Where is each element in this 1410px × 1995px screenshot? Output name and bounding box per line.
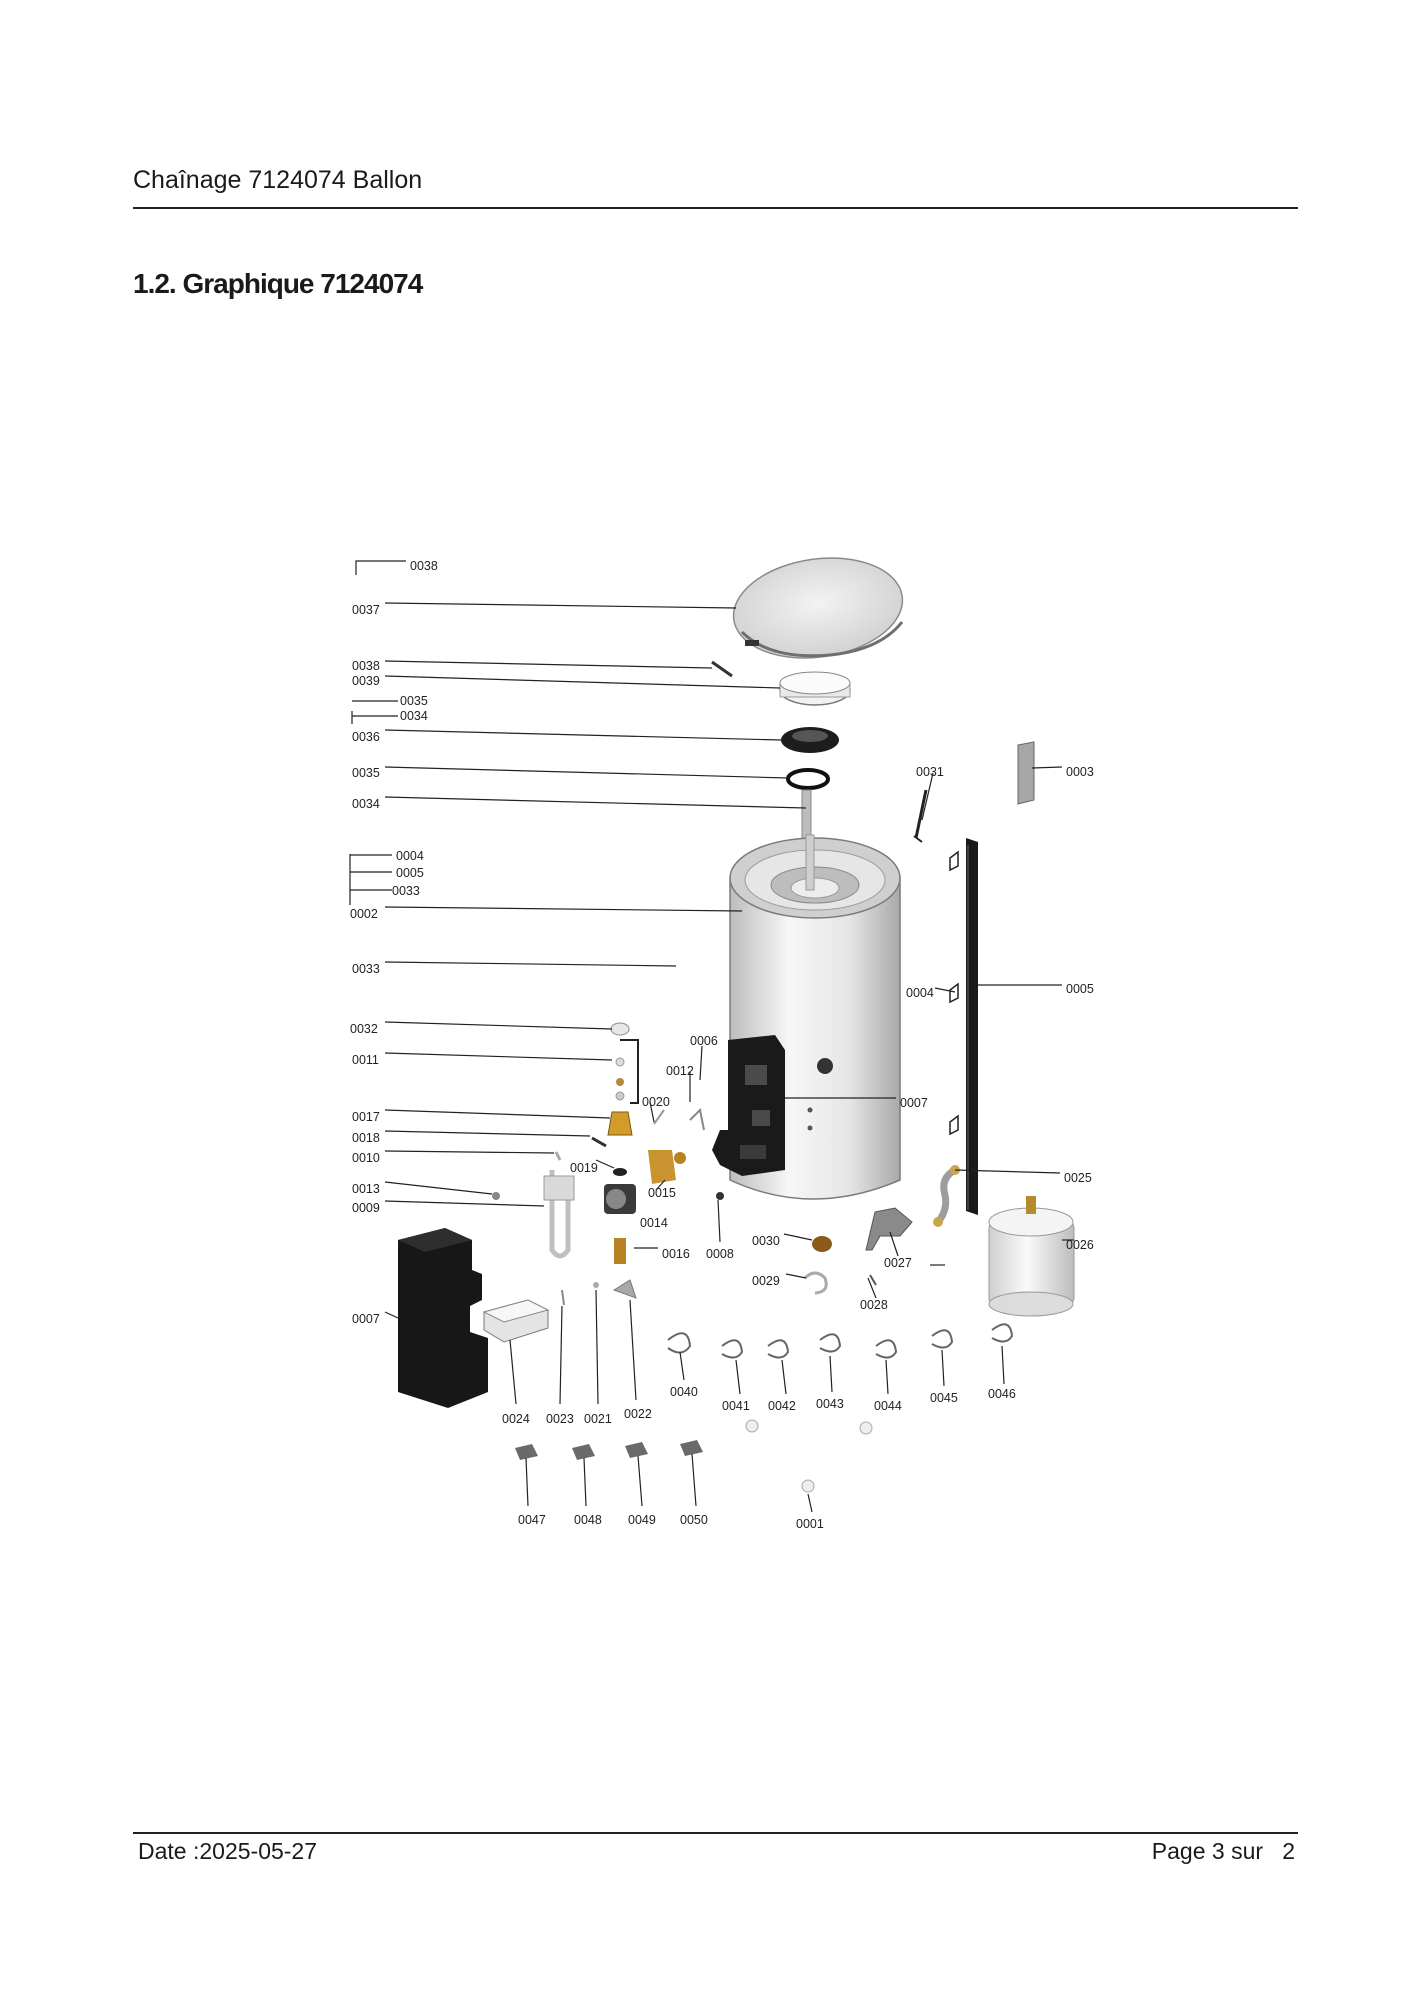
label-0035-sub: 0035 xyxy=(400,694,428,708)
footer-page-total: 2 xyxy=(1282,1838,1295,1864)
label-0043: 0043 xyxy=(816,1397,844,1411)
label-0021: 0021 xyxy=(584,1412,612,1426)
part-cables-drawing xyxy=(667,1323,1014,1359)
label-0046: 0046 xyxy=(988,1387,1016,1401)
part-expansion-vessel-drawing xyxy=(988,1196,1075,1317)
label-0009: 0009 xyxy=(352,1201,380,1215)
label-0047: 0047 xyxy=(518,1513,546,1527)
label-0002: 0002 xyxy=(350,907,378,921)
label-0028: 0028 xyxy=(860,1298,888,1312)
part-plate-drawing xyxy=(1017,741,1035,805)
label-0012: 0012 xyxy=(666,1064,694,1078)
label-0005: 0005 xyxy=(1066,982,1094,996)
part-clips-drawing xyxy=(949,850,959,1136)
label-0005-sub: 0005 xyxy=(396,866,424,880)
part-screw-drawing xyxy=(711,660,733,678)
label-0034: 0034 xyxy=(352,797,380,811)
part-small-disc-drawing xyxy=(745,1419,873,1493)
label-0015: 0015 xyxy=(648,1186,676,1200)
label-0042: 0042 xyxy=(768,1399,796,1413)
label-0049: 0049 xyxy=(628,1513,656,1527)
label-0022: 0022 xyxy=(624,1407,652,1421)
label-0014: 0014 xyxy=(640,1216,668,1230)
part-tiles-drawing xyxy=(515,1440,703,1460)
part-side-panel-drawing xyxy=(966,838,978,1215)
label-0027: 0027 xyxy=(884,1256,912,1270)
label-0010: 0010 xyxy=(352,1151,380,1165)
label-0011: 0011 xyxy=(352,1053,379,1067)
part-control-bracket-drawing xyxy=(712,1035,785,1176)
part-control-box-drawing xyxy=(398,1228,488,1408)
label-0050: 0050 xyxy=(680,1513,708,1527)
label-0044: 0044 xyxy=(874,1399,902,1413)
label-0020: 0020 xyxy=(642,1095,670,1109)
label-0006: 0006 xyxy=(690,1034,718,1048)
label-0017: 0017 xyxy=(352,1110,380,1124)
footer-divider xyxy=(133,1832,1298,1834)
part-small-fittings-drawing xyxy=(803,1236,877,1295)
label-0033: 0033 xyxy=(352,962,380,976)
part-gasket-drawing xyxy=(786,768,830,790)
part-foot-drawing xyxy=(865,1207,913,1251)
label-0025: 0025 xyxy=(1064,1171,1092,1185)
label-0031: 0031 xyxy=(916,765,944,779)
label-0007: 0007 xyxy=(900,1096,928,1110)
part-cover-drawing xyxy=(482,1299,550,1343)
header-title: Chaînage 7124074 Ballon xyxy=(133,166,423,194)
part-bottom-fittings-drawing xyxy=(561,1279,637,1306)
part-flange-drawing xyxy=(781,727,839,753)
part-pipe-drawing xyxy=(933,1165,960,1227)
label-0045: 0045 xyxy=(930,1391,958,1405)
label-0048: 0048 xyxy=(574,1513,602,1527)
part-cap-drawing xyxy=(779,671,851,706)
label-0026: 0026 xyxy=(1066,1238,1094,1252)
label-0041: 0041 xyxy=(722,1399,750,1413)
footer-date: Date :2025-05-27 xyxy=(138,1838,318,1864)
label-0034-sub: 0034 xyxy=(400,709,428,723)
label-0013: 0013 xyxy=(352,1182,380,1196)
label-0037: 0037 xyxy=(352,603,380,617)
label-0004-sub: 0004 xyxy=(396,849,424,863)
header-divider xyxy=(133,207,1298,209)
part-labels: 0038 0037 0038 0039 0035 0034 0036 0035 … xyxy=(350,559,1094,1531)
label-0040: 0040 xyxy=(670,1385,698,1399)
label-0039: 0039 xyxy=(352,674,380,688)
part-screw-0031-drawing xyxy=(913,789,928,843)
label-0008: 0008 xyxy=(706,1247,734,1261)
label-0019: 0019 xyxy=(570,1161,598,1175)
label-0033-sub: 0033 xyxy=(392,884,420,898)
section-title: 1.2. Graphique 7124074 xyxy=(133,268,423,299)
label-0016: 0016 xyxy=(662,1247,690,1261)
footer-page-number: Page 3 sur 2 xyxy=(1152,1838,1295,1865)
label-0024: 0024 xyxy=(502,1412,530,1426)
part-left-fittings-drawing xyxy=(492,1022,724,1264)
label-0004: 0004 xyxy=(906,986,934,1000)
label-0007-left: 0007 xyxy=(352,1312,380,1326)
page-header: Chaînage 7124074 Ballon xyxy=(133,166,1298,209)
label-0003: 0003 xyxy=(1066,765,1094,779)
label-0018: 0018 xyxy=(352,1131,380,1145)
label-0032: 0032 xyxy=(350,1022,378,1036)
label-0030: 0030 xyxy=(752,1234,780,1248)
part-lid-drawing xyxy=(732,557,904,659)
label-0038-top: 0038 xyxy=(410,559,438,573)
label-0038: 0038 xyxy=(352,659,380,673)
label-0023: 0023 xyxy=(546,1412,574,1426)
leader-lines xyxy=(349,560,1074,1513)
label-0036: 0036 xyxy=(352,730,380,744)
label-0035: 0035 xyxy=(352,766,380,780)
label-0029: 0029 xyxy=(752,1274,780,1288)
footer-page-label: Page 3 sur xyxy=(1151,1838,1264,1864)
label-0001: 0001 xyxy=(796,1517,824,1531)
